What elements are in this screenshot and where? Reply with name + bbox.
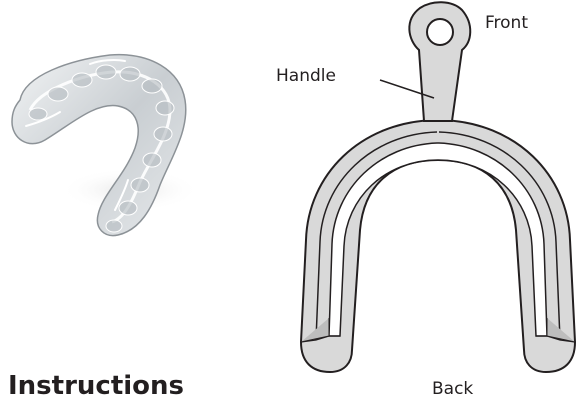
back-label: Back xyxy=(432,381,473,398)
handle-hole xyxy=(427,19,453,45)
instructions-heading: Instructions xyxy=(8,373,184,399)
tray-diagram xyxy=(290,0,584,380)
front-label: Front xyxy=(485,15,528,32)
mouthguard-photo xyxy=(0,30,215,250)
handle-label: Handle xyxy=(276,68,336,85)
